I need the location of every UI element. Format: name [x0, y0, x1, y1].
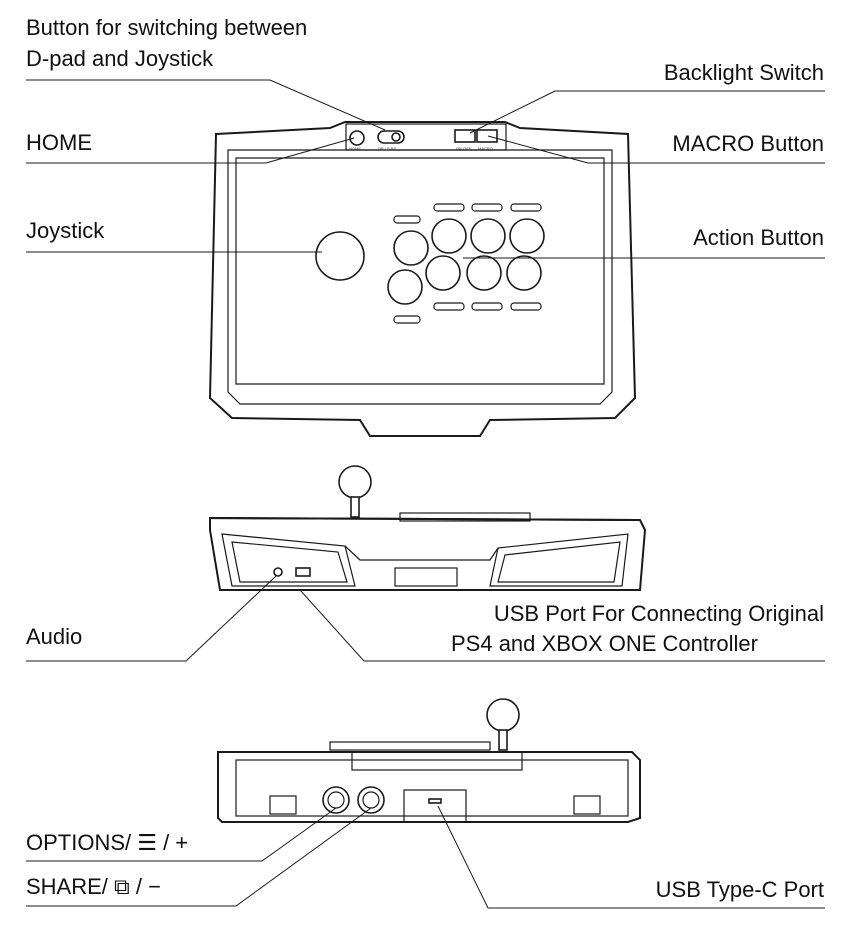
top-view: HOME DP LS RS ON OFF MACRO: [208, 121, 637, 437]
rear-top-recess: [351, 751, 523, 771]
share-button[interactable]: [357, 786, 385, 814]
label-joystick: Joystick: [26, 218, 105, 243]
action-button-4[interactable]: [509, 218, 545, 254]
label-usb-port-line1: USB Port For Connecting Original: [494, 601, 824, 626]
macro-panel-text: MACRO: [478, 146, 493, 151]
audio-jack[interactable]: [273, 567, 283, 577]
front-view: [209, 465, 647, 591]
action-button-2[interactable]: [431, 218, 467, 254]
action-button-8[interactable]: [506, 255, 542, 291]
label-switch-button-line2: D-pad and Joystick: [26, 46, 214, 71]
label-share: SHARE/ ⧉ / −: [26, 874, 161, 899]
front-view-body: [209, 516, 647, 591]
control-strip: [345, 123, 507, 151]
rear-joystick-shaft: [498, 729, 508, 751]
leader-lines: [26, 79, 825, 909]
label-switch-button-line1: Button for switching between: [26, 15, 307, 40]
label-options: OPTIONS/ ☰ / +: [26, 830, 188, 855]
label-backlight-switch: Backlight Switch: [664, 60, 824, 85]
action-button-3[interactable]: [470, 218, 506, 254]
options-button[interactable]: [322, 786, 350, 814]
type-c-housing: [403, 789, 467, 823]
label-usb-port-line2: PS4 and XBOX ONE Controller: [451, 631, 758, 656]
label-usb-type-c: USB Type-C Port: [656, 877, 824, 902]
rear-joystick-ball: [486, 698, 520, 732]
front-joystick-shaft: [350, 496, 360, 518]
rear-view-body: [217, 751, 641, 823]
label-action-button: Action Button: [693, 225, 824, 250]
home-button[interactable]: [349, 130, 365, 146]
button-label-chips: [393, 203, 542, 324]
joystick[interactable]: [315, 231, 365, 281]
action-button-1[interactable]: [393, 230, 429, 266]
rear-view: [217, 698, 641, 823]
action-buttons: [387, 218, 545, 305]
label-home: HOME: [26, 130, 92, 155]
label-audio: Audio: [26, 624, 82, 649]
front-joystick-ball: [338, 465, 372, 499]
top-view-body: [208, 121, 637, 437]
usb-type-c-port[interactable]: [428, 798, 442, 804]
macro-button[interactable]: [476, 129, 498, 143]
top-view-panel: [227, 149, 613, 405]
action-button-6[interactable]: [425, 255, 461, 291]
action-button-5[interactable]: [387, 269, 423, 305]
callout-labels: Button for switching between D-pad and J…: [26, 15, 824, 902]
label-macro-button: MACRO Button: [672, 131, 824, 156]
usb-port[interactable]: [295, 567, 311, 577]
mode-switch-panel-text: DP LS RS: [378, 146, 396, 151]
action-button-7[interactable]: [466, 255, 502, 291]
home-panel-text: HOME: [349, 146, 361, 151]
front-center-panel: [394, 567, 458, 587]
backlight-panel-text: ON OFF: [456, 146, 472, 151]
mode-switch-knob[interactable]: [391, 132, 401, 142]
